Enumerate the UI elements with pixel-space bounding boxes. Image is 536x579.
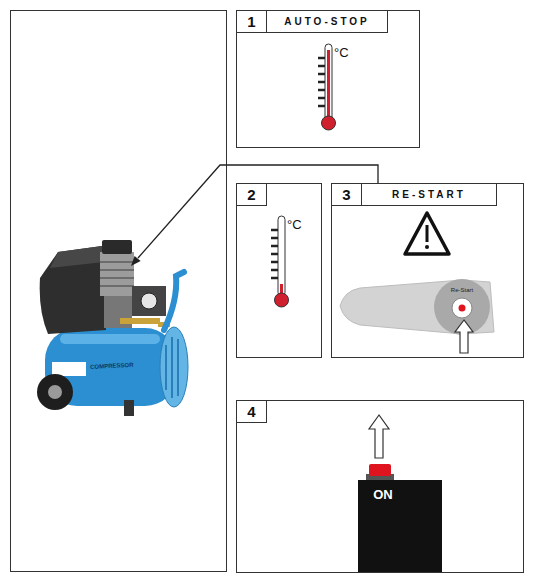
power-switch: ON	[358, 480, 442, 572]
tick	[271, 229, 278, 232]
push-arrow	[455, 320, 473, 353]
step-number: 4	[236, 400, 267, 423]
step-panel: 1AUTO-STOP	[236, 10, 420, 148]
tick	[318, 97, 325, 100]
tick	[271, 253, 278, 256]
thermometer-tube	[325, 44, 332, 122]
step-title: AUTO-STOP	[266, 10, 388, 33]
on-button	[369, 464, 391, 476]
cooling-fin	[100, 277, 134, 279]
warning-dot	[425, 245, 429, 249]
thermometer-low	[271, 216, 289, 307]
tick	[318, 81, 325, 84]
cap-grill	[171, 337, 173, 398]
compressor-illustration	[37, 240, 188, 416]
thermometer-high	[318, 44, 336, 130]
restart-button-face	[452, 298, 472, 318]
wheel-hub	[48, 385, 62, 399]
pressure-switch	[132, 286, 166, 316]
leader-arrowhead	[131, 256, 141, 266]
gauge	[141, 293, 157, 309]
tick	[271, 277, 278, 280]
switch-label: ON	[368, 487, 398, 502]
scale-ticks	[318, 58, 325, 106]
warning-triangle	[405, 213, 449, 254]
unit-label: °C	[287, 217, 302, 232]
restart-button-dot	[459, 305, 466, 312]
tank-highlight	[60, 334, 160, 344]
tank-foot	[124, 400, 134, 416]
cooling-fin	[100, 261, 134, 263]
scale-ticks	[271, 230, 278, 278]
step-number: 3	[331, 183, 362, 206]
warning-mark	[426, 225, 429, 242]
tick	[271, 245, 278, 248]
step-panel: 4ON	[236, 400, 524, 573]
tick	[271, 269, 278, 272]
button-label: Re-Start	[434, 287, 490, 294]
step-number: 1	[236, 10, 267, 33]
thermometer-bulb	[275, 293, 289, 307]
product-text: COMPRESSOR	[90, 362, 134, 370]
illustration-panel	[11, 11, 227, 572]
cooling-fin	[100, 285, 134, 287]
cylinder-head	[100, 252, 134, 296]
step-title: RE-START	[361, 183, 497, 206]
motor-top	[50, 246, 104, 268]
step-number: 2	[236, 183, 267, 206]
tank-end-cap	[160, 327, 188, 407]
wheel	[37, 374, 73, 410]
leader-line	[138, 165, 378, 258]
handle	[164, 272, 184, 330]
motor-housing	[40, 246, 106, 334]
mercury	[327, 50, 330, 122]
restart-button: Re-Start	[434, 279, 490, 335]
cap-grill	[165, 345, 167, 390]
tick	[271, 237, 278, 240]
step-panel: 2	[236, 183, 322, 358]
tick	[318, 105, 325, 108]
thermometer-bulb	[322, 116, 336, 130]
tick	[318, 57, 325, 60]
tick	[318, 65, 325, 68]
tick	[318, 73, 325, 76]
switch-housing	[340, 280, 494, 334]
cooling-fin	[100, 269, 134, 271]
tick	[318, 89, 325, 92]
unit-label: °C	[334, 45, 349, 60]
cap-grill	[177, 339, 179, 396]
step-panel: 3RE-START Re-Start	[331, 183, 524, 358]
tick	[271, 261, 278, 264]
fitting	[120, 318, 160, 324]
brand-plate	[52, 362, 86, 376]
push-arrow	[369, 415, 389, 458]
head-cap	[102, 240, 132, 254]
